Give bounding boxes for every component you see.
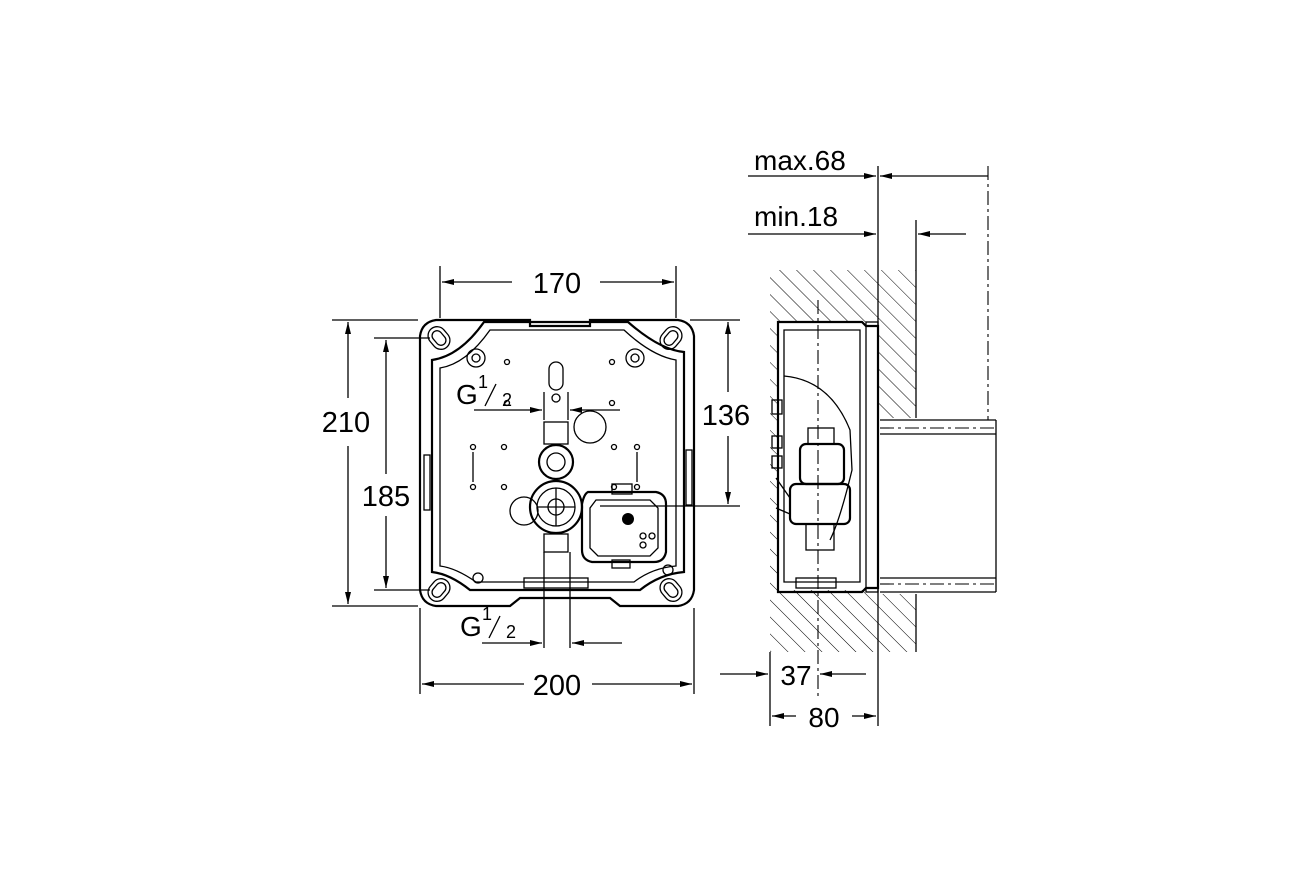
thread-lower-den: 2	[506, 622, 516, 642]
side-pipe-sleeve	[880, 419, 997, 593]
disc-right	[573, 410, 607, 444]
side-box-outline	[776, 320, 880, 594]
small-holes	[469, 358, 641, 491]
top-oval-slot	[548, 361, 564, 391]
front-inner-box-line	[439, 329, 677, 583]
dim-height-outer-label: 210	[322, 407, 370, 439]
mounting-screws	[466, 348, 674, 584]
dim-depth-offset-label: 37	[780, 660, 811, 691]
dim-right-height-label: 136	[702, 400, 750, 432]
corner-slot-bottom-right	[659, 578, 683, 602]
wall-hatch-finish-top	[878, 270, 916, 418]
thread-upper-label: G 1 2	[456, 372, 512, 410]
side-dimensions: max.68 min.18 37 80	[720, 145, 988, 733]
front-view	[418, 318, 696, 608]
thread-upper-den: 2	[502, 390, 512, 410]
dim-bottom-width-label: 200	[533, 670, 581, 702]
front-dimensions: 170 210 185 136 200 G 1	[322, 266, 750, 702]
corner-slot-bottom-left	[427, 578, 451, 602]
corner-slot-top-right	[659, 326, 683, 350]
thread-lower-label: G 1 2	[460, 604, 516, 642]
dim-depth-total-label: 80	[808, 702, 839, 733]
thread-upper-num: 1	[478, 372, 488, 392]
side-cover-plate	[865, 321, 879, 593]
side-box-inner	[783, 329, 861, 583]
side-tab-right	[685, 449, 693, 506]
valve-body	[528, 421, 584, 553]
thread-lower-num: 1	[482, 604, 492, 624]
side-valve	[771, 399, 852, 589]
dim-top-width-label: 170	[533, 268, 581, 300]
thread-upper-base: G	[456, 379, 478, 410]
dim-height-inner-label: 185	[362, 481, 410, 513]
front-inner-box	[430, 320, 686, 592]
thread-lower-base: G	[460, 611, 482, 642]
solenoid-box	[580, 483, 668, 569]
dim-max-label: max.68	[754, 145, 846, 176]
dim-min-label: min.18	[754, 201, 838, 232]
corner-slot-top-left	[427, 326, 451, 350]
wall-hatch-finish-bottom	[878, 594, 916, 652]
wall-hatch-left-bottom	[770, 590, 878, 652]
bottom-slot	[523, 577, 589, 589]
side-tab-left	[423, 454, 431, 511]
wall-hatch-left-top	[770, 270, 878, 322]
front-outer-plate	[418, 318, 696, 608]
side-view	[770, 166, 997, 700]
